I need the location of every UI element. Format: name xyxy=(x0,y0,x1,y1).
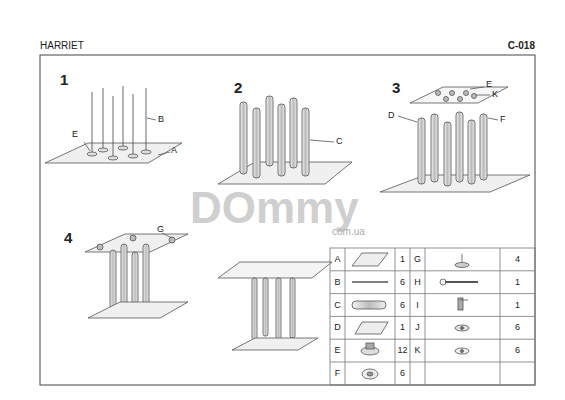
table-cell: 1 xyxy=(500,278,535,287)
table-cell: F xyxy=(330,369,345,378)
table-cell: H xyxy=(410,278,425,287)
table-cell: B xyxy=(330,278,345,287)
step-number: 1 xyxy=(60,72,68,87)
part-letter: D xyxy=(388,111,395,120)
table-cell: 6 xyxy=(395,369,410,378)
table-cell: 6 xyxy=(500,346,535,355)
step-number: 4 xyxy=(64,230,72,245)
part-letter: B xyxy=(158,115,164,124)
title: HARRIET xyxy=(40,41,84,51)
table-cell: J xyxy=(410,323,425,332)
table-cell: 6 xyxy=(395,301,410,310)
part-letter: A xyxy=(171,146,177,155)
table-cell: G xyxy=(410,255,425,264)
code: C-018 xyxy=(495,41,535,51)
part-letter: C xyxy=(336,137,343,146)
table-cell: K xyxy=(410,346,425,355)
table-cell: E xyxy=(330,346,345,355)
part-letter: K xyxy=(492,90,498,99)
table-cell: 1 xyxy=(395,255,410,264)
table-cell: C xyxy=(330,301,345,310)
table-cell: A xyxy=(330,255,345,264)
table-cell: 1 xyxy=(395,323,410,332)
step-number: 2 xyxy=(234,80,242,95)
part-letter: F xyxy=(500,115,506,124)
watermark: com.ua xyxy=(332,227,365,237)
watermark: DOmmy xyxy=(190,186,359,230)
step-number: 3 xyxy=(392,80,400,95)
part-letter: E xyxy=(72,130,78,139)
table-cell: I xyxy=(410,301,425,310)
part-letter: E xyxy=(486,80,492,89)
table-cell: 6 xyxy=(395,278,410,287)
table-cell: 4 xyxy=(500,255,535,264)
table-cell: 12 xyxy=(395,346,410,355)
table-cell: 1 xyxy=(500,301,535,310)
table-cell: 6 xyxy=(500,323,535,332)
part-letter: G xyxy=(157,225,164,234)
table-cell: D xyxy=(330,323,345,332)
